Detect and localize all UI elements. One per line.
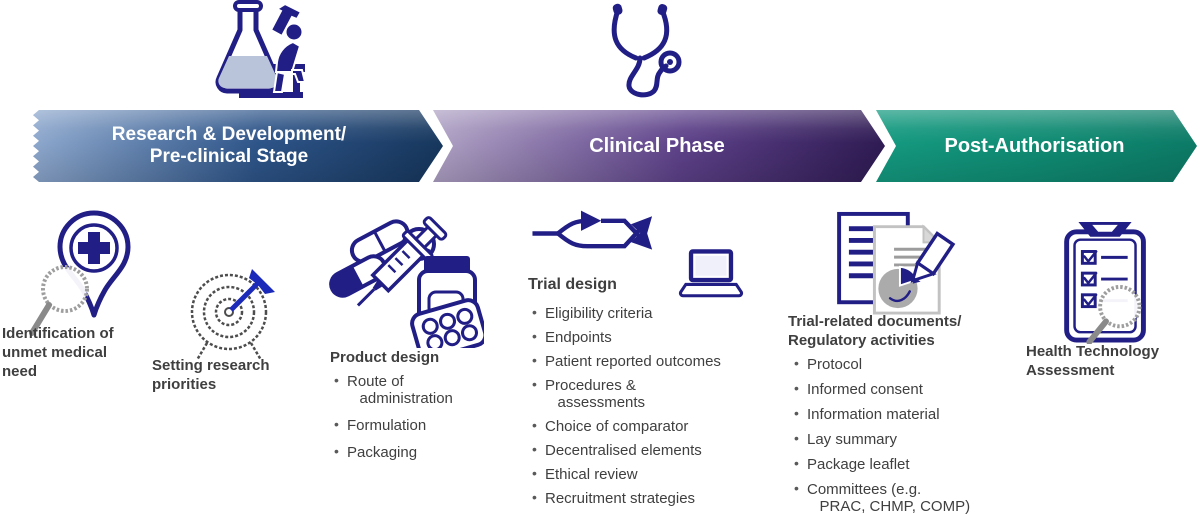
banner-label-line1: Clinical Phase — [589, 135, 725, 157]
bullet-icon: • — [532, 489, 537, 505]
stethoscope-icon — [611, 3, 682, 98]
column-trial-design: Trial design •Eligibility criteria •Endpo… — [528, 208, 778, 513]
banner-label-line2: Pre-clinical Stage — [149, 146, 309, 167]
bullet-icon: • — [334, 443, 339, 459]
column-title-unmet-medical-need: Identification of unmet medical need — [2, 325, 114, 380]
flask-researcher-icon — [215, 0, 307, 98]
bullet-item: •Packaging — [334, 443, 418, 461]
product-design-bullets: •Route of administration •Formulation •Pac… — [332, 372, 487, 471]
bullet-item: •Route of administration — [334, 372, 453, 407]
target-dart-icon — [190, 269, 275, 361]
banner-clinical-phase-label: Clinical Phase — [433, 110, 885, 182]
bullet-icon: • — [794, 405, 799, 421]
column-title-hta: Health Technology Assessment — [1026, 343, 1160, 379]
bullet-item: •Protocol — [794, 355, 863, 373]
bullet-icon: • — [334, 416, 339, 432]
banner-research-development: Research & Development/ Pre-clinical Sta… — [33, 110, 443, 182]
column-title-research-priorities: Setting research priorities — [152, 357, 270, 393]
bullet-item: •Decentralised elements — [532, 441, 702, 459]
bullet-item: •Informed consent — [794, 380, 923, 398]
medical-need-pin-icon — [29, 210, 131, 336]
banner-post-authorisation: Post-Authorisation — [876, 110, 1197, 182]
bullet-item: •Information material — [794, 405, 940, 423]
bullet-icon: • — [532, 417, 537, 433]
bullet-icon: • — [794, 380, 799, 396]
bullet-item: •Recruitment strategies — [532, 489, 696, 507]
laptop-icon — [678, 249, 744, 298]
banner-label-line1: Post-Authorisation — [944, 135, 1125, 157]
clipboard-magnifier-icon — [1064, 221, 1146, 344]
trial-design-bullets: •Eligibility criteria •Endpoints •Patient … — [530, 304, 770, 514]
medicines-icon — [329, 216, 484, 348]
banner-label-line1: Research & Development/ — [111, 124, 347, 145]
bullet-icon: • — [334, 372, 339, 388]
banner-clinical-phase: Clinical Phase — [433, 110, 885, 182]
bullet-item: •Procedures & assessments — [532, 376, 646, 411]
bullet-icon: • — [532, 304, 537, 320]
bullet-item: •Eligibility criteria — [532, 304, 653, 322]
bullet-item: •Lay summary — [794, 430, 898, 448]
banner-research-development-label: Research & Development/ Pre-clinical Sta… — [33, 110, 443, 182]
column-title-trial-design: Trial design — [528, 276, 617, 293]
column-product-design: Product design •Route of administration•… — [322, 204, 492, 484]
bullet-item: •Choice of comparator — [532, 417, 689, 435]
column-hta: Health Technology Assessment — [1026, 218, 1196, 398]
bullet-icon: • — [532, 376, 537, 392]
bullet-item: •Patient reported outcomes — [532, 352, 721, 370]
bullet-item: •Committees (e.g. PRAC, CHMP, COMP) — [794, 480, 971, 515]
bullet-item: •Formulation — [334, 416, 427, 434]
column-title-product-design: Product design — [330, 349, 440, 366]
bullet-icon: • — [794, 355, 799, 371]
bullet-icon: • — [532, 352, 537, 368]
bullet-icon: • — [532, 328, 537, 344]
bullet-icon: • — [794, 455, 799, 471]
bullet-item: •Endpoints — [532, 328, 612, 346]
bullet-item: •Ethical review — [532, 465, 638, 483]
column-unmet-medical-need: Identification of unmet medical need — [2, 206, 147, 406]
column-trial-documents: Trial-related documents/ Regulatory acti… — [788, 208, 1018, 515]
crossover-arrows-icon — [532, 210, 653, 250]
bullet-item: •Package leaflet — [794, 455, 910, 473]
documents-pen-icon — [837, 211, 956, 315]
bullet-icon: • — [532, 465, 537, 481]
bullet-icon: • — [794, 480, 799, 496]
trial-documents-bullets: •Protocol •Informed consent •Information m… — [792, 355, 1017, 515]
banner-post-authorisation-label: Post-Authorisation — [876, 110, 1197, 182]
column-title-trial-documents: Trial-related documents/ Regulatory acti… — [788, 313, 962, 349]
column-research-priorities: Setting research priorities — [150, 266, 300, 406]
bullet-icon: • — [532, 441, 537, 457]
bullet-icon: • — [794, 430, 799, 446]
